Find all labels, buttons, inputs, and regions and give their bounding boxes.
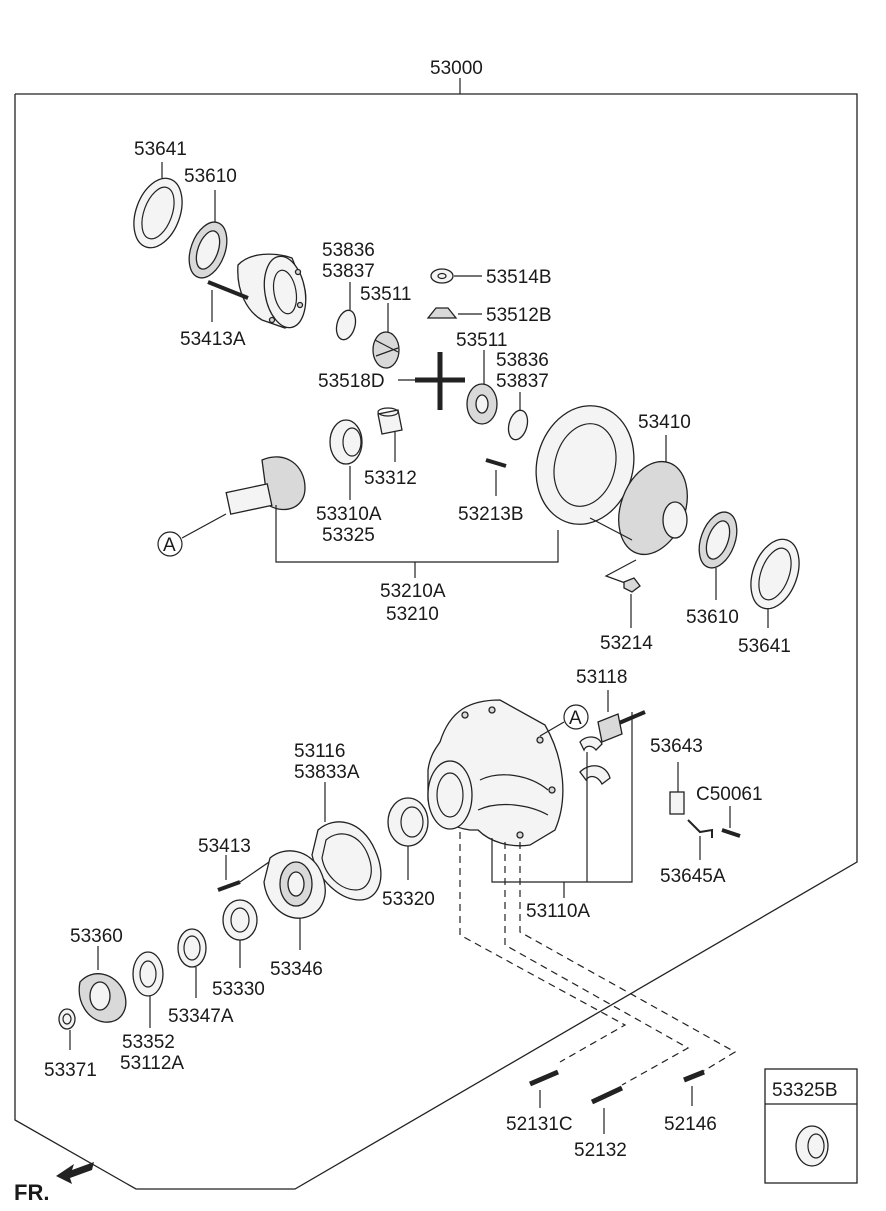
pinion-bearing-53330[interactable] bbox=[222, 899, 258, 968]
bracket-plate-53643[interactable] bbox=[669, 762, 685, 815]
clip-53645A[interactable] bbox=[687, 819, 713, 860]
part-label-53641-bottom[interactable]: 53641 bbox=[738, 636, 791, 657]
part-label-53518D[interactable]: 53518D bbox=[318, 371, 385, 392]
ref-marker-a-lower-text: A bbox=[569, 708, 582, 729]
bolt-52131C[interactable] bbox=[529, 1069, 559, 1108]
part-label-53833A[interactable]: 53833A bbox=[294, 762, 360, 783]
pinion-bearing-53320[interactable] bbox=[387, 797, 429, 880]
bearing-cap[interactable] bbox=[579, 736, 611, 785]
front-label: FR. bbox=[14, 1180, 49, 1205]
ring-gear-bolt-53213B[interactable] bbox=[485, 458, 507, 496]
bolt-53413A[interactable] bbox=[207, 280, 249, 322]
part-label-53110A[interactable]: 53110A bbox=[526, 901, 590, 922]
part-label-53310A[interactable]: 53310A bbox=[316, 504, 382, 525]
ref-marker-a-upper bbox=[157, 513, 227, 557]
part-label-53641-top[interactable]: 53641 bbox=[134, 139, 187, 160]
thrust-washer-53836-a[interactable] bbox=[333, 282, 358, 342]
bearing-cone-53610-bottom[interactable] bbox=[692, 507, 744, 600]
cap-bolt-53118[interactable] bbox=[597, 690, 646, 743]
bearing-retainer-53346[interactable] bbox=[263, 850, 326, 950]
gasket-53116[interactable] bbox=[311, 782, 382, 901]
carrier-housing[interactable] bbox=[427, 699, 564, 847]
part-label-53413[interactable]: 53413 bbox=[198, 836, 251, 857]
part-label-53371[interactable]: 53371 bbox=[44, 1060, 97, 1081]
part-label-53836-b[interactable]: 53836 bbox=[496, 350, 549, 371]
assembly-border bbox=[14, 78, 858, 1190]
front-arrow-icon bbox=[56, 1162, 94, 1184]
part-label-53837-a[interactable]: 53837 bbox=[322, 261, 375, 282]
ref-marker-a-lower bbox=[539, 704, 589, 737]
part-label-53352[interactable]: 53352 bbox=[122, 1032, 175, 1053]
part-label-53312[interactable]: 53312 bbox=[364, 468, 417, 489]
part-label-52132[interactable]: 52132 bbox=[574, 1140, 627, 1161]
bolt-53413[interactable] bbox=[217, 855, 273, 892]
part-label-53511-b[interactable]: 53511 bbox=[456, 330, 507, 351]
dashed-leaders bbox=[459, 832, 737, 1086]
bracket-53210 bbox=[275, 505, 559, 578]
part-label-53214[interactable]: 53214 bbox=[600, 633, 653, 654]
pinion-gear-53512B[interactable] bbox=[426, 307, 482, 319]
part-label-53210A[interactable]: 53210A bbox=[380, 581, 446, 602]
part-label-53645A[interactable]: 53645A bbox=[660, 866, 726, 887]
inset-box-53325B[interactable] bbox=[764, 1068, 858, 1184]
bushing-53312[interactable] bbox=[377, 407, 403, 462]
part-label-53511-a[interactable]: 53511 bbox=[360, 284, 411, 305]
differential-case-left[interactable] bbox=[237, 253, 311, 331]
part-label-53643[interactable]: 53643 bbox=[650, 736, 703, 757]
side-gear-53511-b[interactable] bbox=[466, 350, 498, 425]
part-label-53118[interactable]: 53118 bbox=[576, 667, 627, 688]
thrust-washer-53836-b[interactable] bbox=[505, 392, 530, 442]
part-label-52146[interactable]: 52146 bbox=[664, 1114, 717, 1135]
part-label-53413A[interactable]: 53413A bbox=[180, 329, 246, 350]
spacer-53347A[interactable] bbox=[177, 928, 207, 998]
bracket-53110A bbox=[491, 712, 633, 898]
dowel-pin-52146[interactable] bbox=[683, 1069, 705, 1106]
part-label-53512B[interactable]: 53512B bbox=[486, 305, 552, 326]
part-label-53116[interactable]: 53116 bbox=[294, 741, 345, 762]
flange-nut-53371[interactable] bbox=[58, 1008, 76, 1050]
part-label-52131C[interactable]: 52131C bbox=[506, 1114, 573, 1135]
pinion-bearing-53310A[interactable] bbox=[329, 419, 363, 500]
pinion-washer-53514B[interactable] bbox=[430, 268, 482, 284]
part-label-53325B[interactable]: 53325B bbox=[772, 1080, 838, 1101]
part-label-53320[interactable]: 53320 bbox=[382, 889, 435, 910]
part-label-53330[interactable]: 53330 bbox=[212, 979, 265, 1000]
bolt-C50061[interactable] bbox=[721, 806, 741, 838]
part-label-53210[interactable]: 53210 bbox=[386, 604, 439, 625]
bearing-cup-53641-bottom[interactable] bbox=[742, 533, 808, 628]
assembly-label[interactable]: 53000 bbox=[430, 58, 483, 79]
bolt-52132[interactable] bbox=[590, 1085, 624, 1134]
ref-marker-a-upper-text: A bbox=[163, 535, 176, 556]
part-label-53346[interactable]: 53346 bbox=[270, 959, 323, 980]
oil-seal-53352[interactable] bbox=[132, 951, 164, 1028]
spider-cross-53518D[interactable] bbox=[398, 352, 465, 410]
part-label-53837-b[interactable]: 53837 bbox=[496, 371, 549, 392]
ring-gear-53410[interactable] bbox=[523, 395, 699, 564]
companion-flange-53360[interactable] bbox=[78, 946, 127, 1023]
part-label-53213B[interactable]: 53213B bbox=[458, 504, 524, 525]
part-label-53610-top[interactable]: 53610 bbox=[184, 166, 237, 187]
part-label-53112A[interactable]: 53112A bbox=[120, 1053, 184, 1074]
drive-pinion[interactable] bbox=[225, 456, 306, 515]
part-label-53836-a[interactable]: 53836 bbox=[322, 240, 375, 261]
side-gear-53511-a[interactable] bbox=[372, 303, 400, 369]
part-label-C50061[interactable]: C50061 bbox=[696, 784, 763, 805]
part-label-53347A[interactable]: 53347A bbox=[168, 1006, 234, 1027]
bearing-cup-53641-top[interactable] bbox=[125, 162, 191, 254]
part-label-53360[interactable]: 53360 bbox=[70, 926, 123, 947]
part-label-53325[interactable]: 53325 bbox=[322, 525, 375, 546]
part-label-53610-bottom[interactable]: 53610 bbox=[686, 607, 739, 628]
lock-nut-53214[interactable] bbox=[604, 559, 641, 628]
part-label-53410[interactable]: 53410 bbox=[638, 412, 691, 433]
part-label-53514B[interactable]: 53514B bbox=[486, 267, 552, 288]
bearing-cone-53610-top[interactable] bbox=[182, 190, 234, 283]
